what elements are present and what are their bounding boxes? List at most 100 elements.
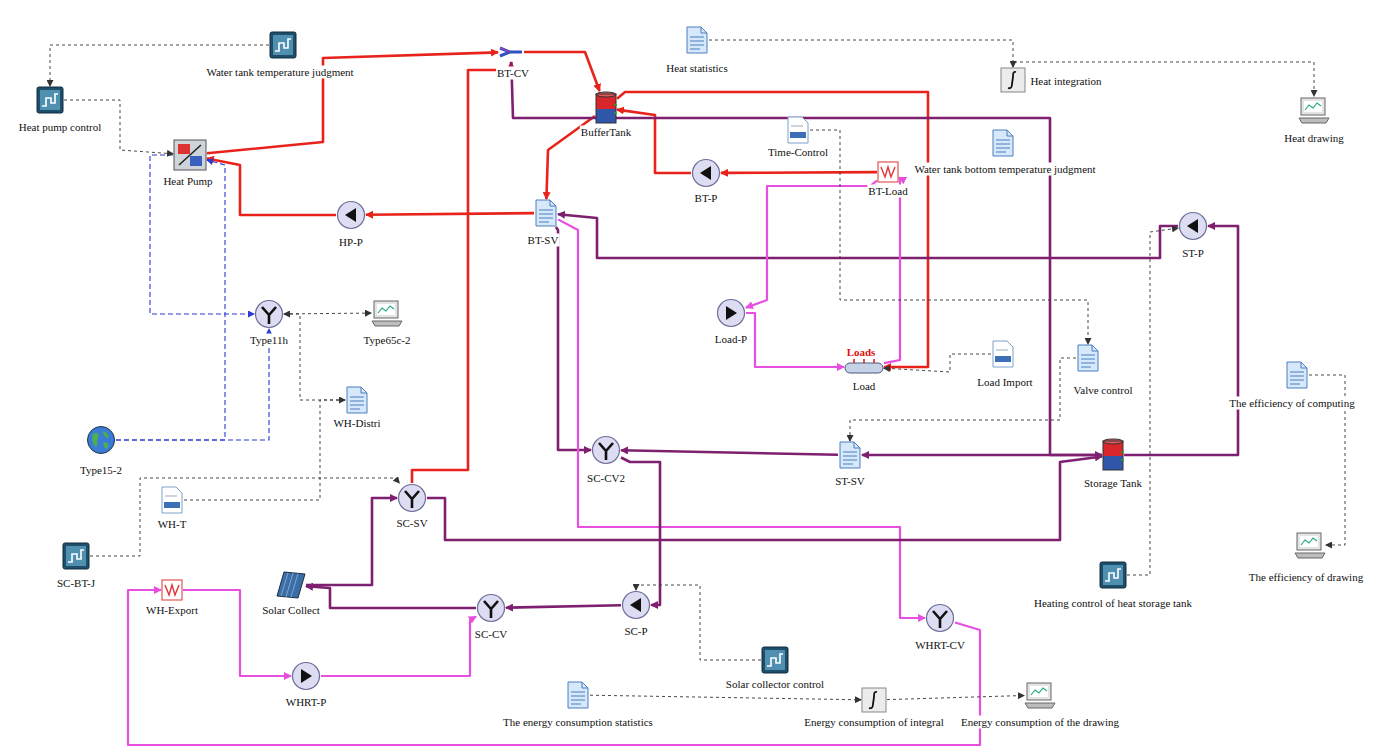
component-symbol [991,129,1015,157]
component-icon: The energy consumption statistics [566,681,590,709]
signal-link [284,313,371,315]
component-icon: WHRT-P [291,661,321,691]
component-label: Time-Control [767,146,829,159]
signal-link [90,478,399,556]
component-label: The energy consumption statistics [502,716,654,729]
component-icon: BT-P [691,158,721,188]
pipe-connector [862,454,1102,457]
component-symbol [991,340,1015,368]
component-icon: BT-SV [534,199,558,227]
pipe-connector [617,92,928,367]
component-symbol [345,386,369,414]
signal-link [1127,228,1178,575]
component-icon: WHRT-CV [925,603,955,633]
component-symbol [838,441,862,469]
component-label: Type15-2 [79,464,123,477]
component-icon: BufferTank [595,91,617,125]
component-label: Energy consumption of the drawing [960,716,1120,729]
pipe-connector [746,313,844,367]
component-label: Storage Tank [1083,477,1143,490]
component-symbol [269,31,297,59]
component-icon: Load Import [991,340,1015,368]
component-symbol [534,199,558,227]
component-symbol [1076,344,1100,372]
pipe-connector [524,52,600,91]
component-symbol [1285,361,1309,389]
component-label: The efficiency of computing [1228,397,1355,410]
component-symbol [476,593,506,623]
component-icon: SC-BT-J [62,542,90,570]
component-label: WHRT-CV [914,639,966,652]
component-label: WH-Export [145,604,199,617]
component-symbol [276,570,306,600]
pipe-connector [621,450,838,455]
component-symbol [254,299,284,329]
signal-link [116,329,269,440]
component-icon: ST-P [1178,211,1208,241]
component-icon: Energy consumption of the drawing [1024,681,1056,709]
component-symbol [1294,531,1326,559]
pipe-connector [558,214,1178,258]
signal-link [116,160,225,440]
component-symbol [371,299,403,327]
component-symbol [86,425,116,455]
component-symbol [691,158,721,188]
pipe-connector [366,213,534,215]
component-symbol [595,91,617,125]
component-symbol [685,26,709,54]
pipe-connector [721,171,877,174]
component-symbol [291,661,321,691]
signal-link [636,585,761,660]
pipe-connector [427,457,1102,541]
component-symbol [566,681,590,709]
component-icon: The efficiency of drawing [1294,531,1326,559]
component-label: Heat statistics [665,62,728,75]
component-icon: Time-Control [786,116,810,144]
component-icon: Storage Tank [1102,438,1124,472]
component-symbol [844,359,884,375]
component-symbol [1024,681,1056,709]
signal-link [1013,62,1314,96]
component-label: SC-BT-J [56,577,96,590]
component-icon: WH-Distri [345,386,369,414]
component-icon: Type11h [254,299,284,329]
component-icon: Energy consumption of integral [861,687,887,713]
component-icon: BT-Load [877,161,899,183]
component-icon: Type65c-2 [371,299,403,327]
component-icon: SC-CV [476,593,506,623]
component-symbol [1102,438,1124,472]
signal-link [887,696,1024,700]
component-icon: BT-CV [498,42,524,62]
signal-link [709,40,1013,67]
component-label: Water tank temperature judgment [205,66,354,79]
pipe-connector [207,158,336,215]
pipe-connector [558,219,925,618]
pipe-connector [1124,226,1238,455]
component-label: ST-SV [834,475,866,488]
component-label: BT-SV [527,234,560,247]
component-label: Heat integration [1029,75,1102,88]
component-label: SC-CV [474,628,508,641]
component-label: ST-P [1181,247,1205,260]
component-label: Heat pump control [18,121,102,134]
component-symbol [160,486,184,514]
pipe-connector [306,586,476,608]
component-symbol [761,646,789,674]
component-label: Solar Collect [261,604,321,617]
component-symbol [786,116,810,144]
component-label: BT-Load [867,185,908,198]
component-icon: WH-T [160,486,184,514]
component-label: Heating control of heat storage tank [1033,597,1193,610]
pipe-connector [412,62,511,483]
component-symbol [36,86,64,114]
component-label: Heat Pump [162,175,213,188]
component-icon: Heating control of heat storage tank [1099,561,1127,589]
component-icon: Solar collector control [761,646,789,674]
component-label: BT-CV [496,67,530,80]
component-icon: Heat integration [1000,67,1026,93]
component-label: Type11h [249,334,289,347]
component-icon: SC-CV2 [591,435,621,465]
signal-link [150,155,254,314]
component-label: Load-P [714,333,748,346]
